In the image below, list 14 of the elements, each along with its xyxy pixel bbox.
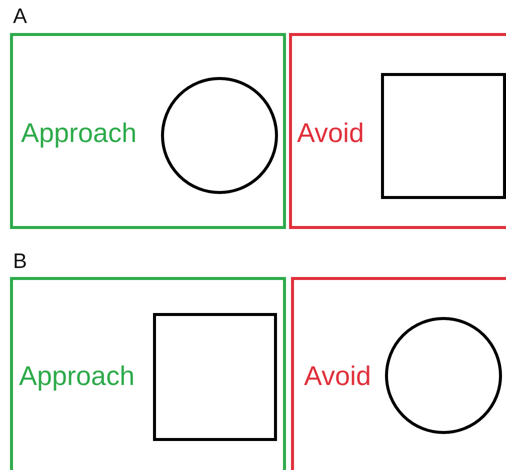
square-shape [153,313,277,441]
panel-frame [10,33,286,229]
panel-label: Avoid [297,120,364,147]
square-shape [381,73,506,199]
panel-frame [289,33,506,229]
panel-frame [291,277,506,470]
panel-letter: A [13,6,28,27]
panel-label: Approach [21,120,137,147]
circle-shape [385,317,502,434]
panel-frame [10,277,286,470]
panel-label: Avoid [304,363,372,390]
panel-letter: B [13,251,28,272]
circle-shape [161,77,278,194]
panel-label: Approach [19,363,135,390]
